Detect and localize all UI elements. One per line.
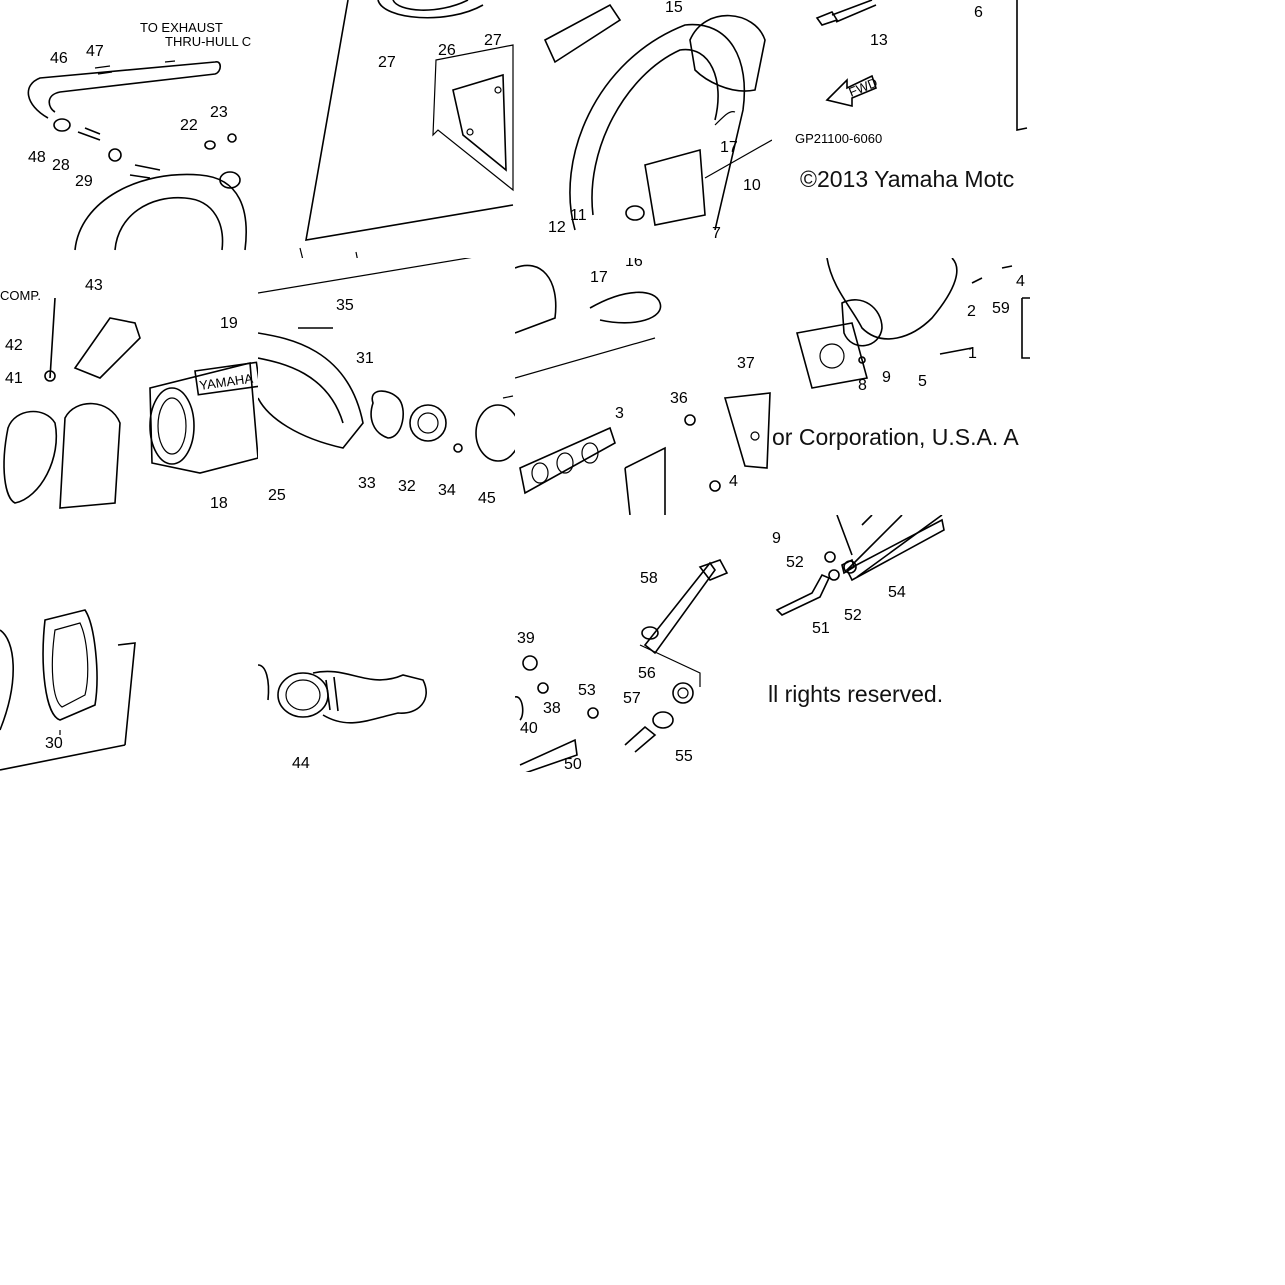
callout-39: 39 — [517, 630, 535, 647]
fwd-label: FWD — [847, 75, 880, 100]
part-code: GP21100-6060 — [795, 131, 882, 146]
callout-29: 29 — [75, 173, 93, 190]
sensors-drawing: 58 39 38 53 56 57 40 50 55 — [515, 559, 729, 772]
diagram-tile-exhaust-hose: TO EXHAUST THRU-HULL C 46 47 48 28 29 22… — [0, 0, 258, 258]
diagram-tile-exhaust-chamber: 15 17 10 7 12 11 — [515, 0, 772, 258]
callout-28: 28 — [52, 157, 70, 174]
diagram-tile-muffler: COMP. YAMAHA 43 42 41 19 18 — [0, 258, 258, 515]
exhaust-chamber-drawing: 15 17 10 7 12 11 — [543, 0, 772, 242]
callout-53: 53 — [578, 682, 596, 699]
callout-47: 47 — [86, 43, 104, 60]
callout-9: 9 — [882, 369, 891, 386]
diagram-tile-sensors: 58 39 38 53 56 57 40 50 55 — [515, 515, 772, 772]
callout-59: 59 — [992, 300, 1010, 317]
callout-1: 1 — [968, 345, 977, 362]
callout-2: 2 — [967, 303, 976, 320]
callout-35: 35 — [336, 297, 354, 314]
callout-4b: 4 — [1016, 273, 1025, 290]
callout-51: 51 — [812, 620, 830, 637]
callout-55: 55 — [675, 748, 693, 765]
callout-4: 4 — [729, 473, 738, 490]
callout-25: 25 — [268, 487, 286, 504]
callout-32: 32 — [398, 478, 416, 495]
water-box-drawing: 35 31 33 32 34 45 25 — [258, 258, 515, 507]
exhaust-hose-drawing: TO EXHAUST THRU-HULL C 46 47 48 28 29 22… — [27, 20, 251, 251]
callout-54: 54 — [888, 584, 906, 601]
yamaha-emblem: YAMAHA — [198, 371, 254, 393]
copyright-line-2: or Corporation, U.S.A. A — [772, 424, 1019, 450]
callout-45: 45 — [478, 490, 496, 507]
callout-41: 41 — [5, 370, 23, 387]
callout-34: 34 — [438, 482, 456, 499]
callout-36: 36 — [670, 390, 688, 407]
exhaust-joint-drawing: 2 59 4 1 5 9 8 — [795, 258, 1030, 394]
notes-drawing: FWD GP21100-6060 13 6 — [795, 0, 1028, 146]
gasket-drawing: 30 — [0, 609, 136, 771]
callout-3: 3 — [615, 405, 624, 422]
intake-duct-drawing: 27 26 27 20 — [299, 0, 514, 258]
callout-15: 15 — [665, 0, 683, 16]
callout-57: 57 — [623, 690, 641, 707]
callout-6: 6 — [974, 4, 983, 21]
callout-13: 13 — [870, 32, 888, 49]
diagram-tile-intake-duct: 27 26 27 20 — [258, 0, 515, 258]
diagram-tile-water-box: 35 31 33 32 34 45 25 — [258, 258, 515, 515]
callout-43: 43 — [85, 277, 103, 294]
callout-33: 33 — [358, 475, 376, 492]
callout-5: 5 — [918, 373, 927, 390]
callout-56: 56 — [638, 665, 656, 682]
callout-17: 17 — [720, 139, 738, 156]
note-exhaust-line2: THRU-HULL C — [165, 34, 251, 49]
callout-22: 22 — [180, 117, 198, 134]
callout-40: 40 — [520, 720, 538, 737]
callout-48: 48 — [28, 149, 46, 166]
diagram-tile-hose: 44 — [258, 515, 515, 772]
callout-52b: 52 — [844, 607, 862, 624]
callout-26: 26 — [438, 42, 456, 59]
callout-17b: 17 — [590, 269, 608, 286]
diagram-tile-manifold-gasket: 17 16 37 36 3 4 — [515, 258, 772, 515]
diagram-tile-exhaust-joint: 2 59 4 1 5 9 8 — [772, 258, 1030, 515]
water-hose-drawing: 9 52 54 52 51 — [772, 515, 945, 637]
callout-42: 42 — [5, 337, 23, 354]
callout-8: 8 — [858, 377, 867, 394]
manifold-gasket-drawing: 17 16 37 36 3 4 — [515, 258, 771, 515]
fwd-arrow-icon — [825, 74, 877, 108]
diagram-tile-water-hose: 9 52 54 52 51 — [772, 515, 952, 772]
callout-37: 37 — [737, 355, 755, 372]
callout-16: 16 — [625, 258, 643, 270]
callout-10: 10 — [743, 177, 761, 194]
callout-30: 30 — [45, 735, 63, 752]
callout-38: 38 — [543, 700, 561, 717]
callout-46: 46 — [50, 50, 68, 67]
callout-31: 31 — [356, 350, 374, 367]
hose-drawing: 44 — [258, 664, 427, 772]
callout-27b: 27 — [484, 32, 502, 49]
callout-12: 12 — [548, 219, 566, 236]
diagram-tile-notes: FWD GP21100-6060 13 6 — [772, 0, 1030, 258]
diagram-tile-gasket: 30 — [0, 515, 258, 772]
callout-52: 52 — [786, 554, 804, 571]
callout-44: 44 — [292, 755, 310, 772]
callout-11: 11 — [570, 207, 587, 224]
note-exhaust-line1: TO EXHAUST — [140, 20, 223, 35]
copyright-line-1: ©2013 Yamaha Motc — [800, 166, 1015, 192]
copyright-line-3: ll rights reserved. — [768, 681, 944, 707]
callout-9b: 9 — [772, 530, 781, 547]
note-comp: COMP. — [0, 288, 41, 303]
callout-19: 19 — [220, 315, 238, 332]
callout-23: 23 — [210, 104, 228, 121]
callout-27: 27 — [378, 54, 396, 71]
callout-18: 18 — [210, 495, 228, 512]
callout-58: 58 — [640, 570, 658, 587]
muffler-drawing: COMP. YAMAHA 43 42 41 19 18 — [0, 277, 258, 512]
callout-50: 50 — [564, 756, 582, 772]
callout-7: 7 — [712, 225, 721, 242]
